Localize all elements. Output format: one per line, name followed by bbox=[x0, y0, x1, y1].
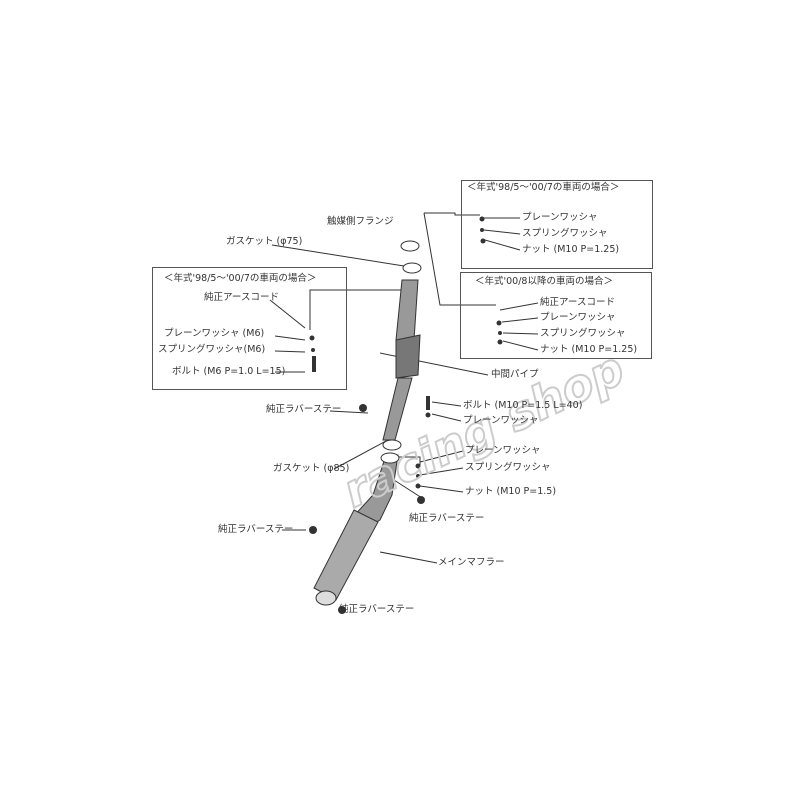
part-label: プレーンワッシャ bbox=[465, 445, 541, 456]
part-label: 純正アースコード bbox=[540, 297, 615, 308]
part-label: 純正ラバーステー bbox=[339, 604, 415, 615]
box-title: ＜年式'98/5～'00/7の車両の場合＞ bbox=[467, 182, 620, 193]
part-label: ボルト (M10 P=1.5 L=40) bbox=[463, 400, 583, 411]
leader-line bbox=[271, 244, 405, 267]
leader-line bbox=[309, 289, 408, 330]
part-label: 純正ラバーステー bbox=[409, 513, 485, 524]
box-top-right bbox=[461, 180, 653, 269]
box-title: ＜年式'00/8以降の車両の場合＞ bbox=[475, 276, 613, 287]
part-label: 触媒側フランジ bbox=[327, 216, 394, 227]
gasket85 bbox=[382, 439, 402, 451]
part-label: 純正アースコード bbox=[204, 292, 279, 303]
part-label: ナット (M10 P=1.5) bbox=[465, 486, 557, 497]
part-label: スプリングワッシャ bbox=[522, 228, 608, 239]
leader-line bbox=[424, 212, 480, 216]
part-label: ナット (M10 P=1.25) bbox=[522, 244, 620, 255]
part-label: メインマフラー bbox=[438, 557, 505, 568]
box-title: ＜年式'98/5～'00/7の車両の場合＞ bbox=[164, 273, 317, 284]
box-left bbox=[152, 267, 347, 390]
part-label: 純正ラバーステー bbox=[266, 404, 342, 415]
part-label: スプリングワッシャ bbox=[540, 328, 626, 339]
part-label: プレーンワッシャ bbox=[540, 312, 616, 323]
part-label: ナット (M10 P=1.25) bbox=[540, 344, 638, 355]
part-label: ボルト (M6 P=1.0 L=15) bbox=[172, 366, 286, 377]
part-label: 中間パイプ bbox=[491, 369, 539, 380]
main-muffler bbox=[313, 509, 379, 601]
leader-line bbox=[423, 212, 496, 306]
box-mid-right bbox=[460, 272, 652, 359]
part-label: ガスケット (φ75) bbox=[226, 236, 303, 247]
part-label: スプリングワッシャ(M6) bbox=[158, 344, 266, 355]
part-label: プレーンワッシャ bbox=[463, 415, 539, 426]
gasket75 bbox=[402, 262, 422, 274]
part-label: プレーンワッシャ bbox=[522, 212, 598, 223]
part-label: 純正ラバーステー bbox=[218, 524, 294, 535]
part-label: ガスケット (φ85) bbox=[273, 463, 350, 474]
part-label: プレーンワッシャ (M6) bbox=[164, 328, 265, 339]
resonator bbox=[395, 334, 421, 379]
tail-pipe bbox=[315, 590, 337, 606]
flange bbox=[400, 240, 420, 252]
part-label: スプリングワッシャ bbox=[465, 462, 551, 473]
